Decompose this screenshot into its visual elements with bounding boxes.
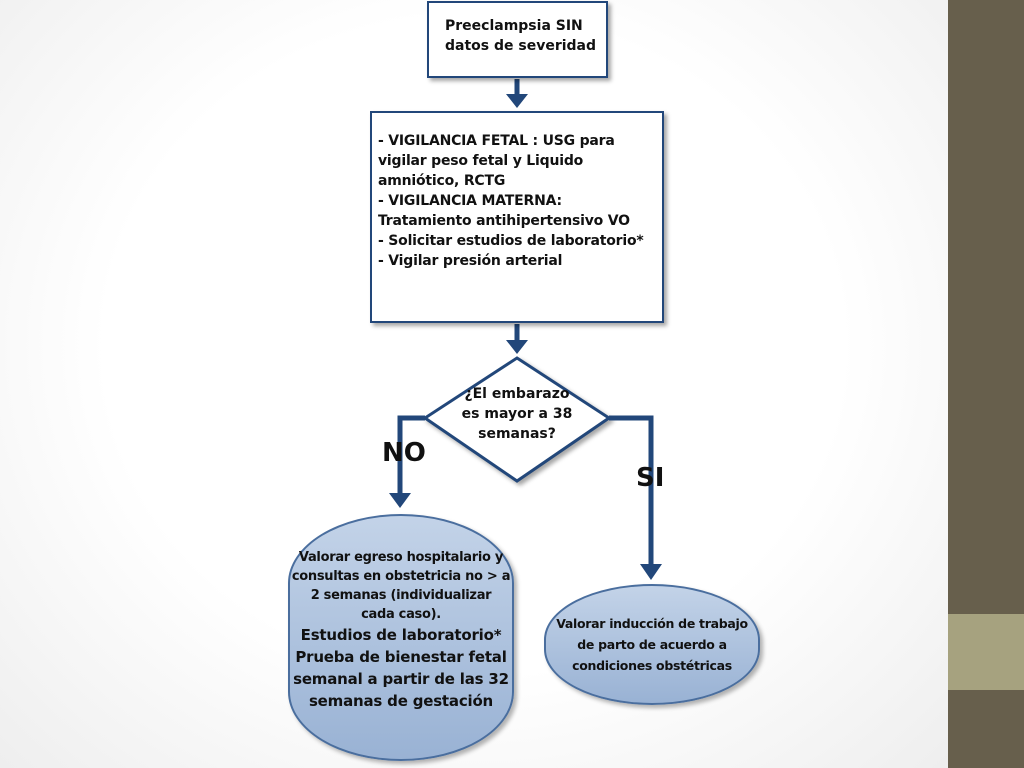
decision-diamond xyxy=(422,356,612,483)
surveillance-line: Tratamiento antihipertensivo VO xyxy=(378,213,630,229)
arrowhead-no-branch xyxy=(389,493,411,508)
no-outcome-oval: Valorar egreso hospitalario y consultas … xyxy=(288,514,514,761)
no-outcome-line: semanas de gestación xyxy=(308,692,494,710)
no-outcome-line: semanal a partir de las 32 xyxy=(293,670,509,688)
si-outcome-line: condiciones obstétricas xyxy=(572,658,732,673)
start-line: Preeclampsia SIN xyxy=(445,18,583,34)
decision-line: semanas? xyxy=(478,426,556,442)
si-outcome-line: Valorar inducción de trabajo xyxy=(556,616,748,631)
surveillance-line: - VIGILANCIA MATERNA: xyxy=(378,193,562,209)
surveillance-line: - VIGILANCIA FETAL : USG para xyxy=(378,133,615,149)
branch-no-label: NO xyxy=(382,438,426,468)
surveillance-line: vigilar peso fetal y Liquido xyxy=(378,153,584,169)
no-outcome-line: Prueba de bienestar fetal xyxy=(295,648,507,666)
arrowhead-surveillance-to-decision xyxy=(506,340,528,354)
si-outcome-oval: Valorar inducción de trabajo de parto de… xyxy=(544,584,760,705)
surveillance-line: amniótico, RCTG xyxy=(378,173,506,189)
surveillance-line: - Vigilar presión arterial xyxy=(378,253,563,269)
flow-connectors xyxy=(389,79,662,580)
no-outcome-line: 2 semanas (individualizar xyxy=(310,588,492,603)
si-outcome-line: de parto de acuerdo a xyxy=(577,637,727,652)
no-outcome-line: Estudios de laboratorio* xyxy=(300,626,502,644)
start-line: datos de severidad xyxy=(445,38,597,54)
no-outcome-line: consultas en obstetricia no > a xyxy=(291,569,511,584)
decision-line: es mayor a 38 xyxy=(461,406,573,422)
decision-line: ¿El embarazo xyxy=(464,386,570,402)
decision-question: ¿El embarazo es mayor a 38 semanas? xyxy=(436,384,598,444)
no-outcome-line: Valorar egreso hospitalario y xyxy=(298,550,504,565)
arrowhead-si-branch xyxy=(640,564,662,580)
arrow-no-branch xyxy=(397,415,425,495)
surveillance-box: - VIGILANCIA FETAL : USG para vigilar pe… xyxy=(370,111,664,323)
no-outcome-line: cada caso). xyxy=(361,607,441,622)
arrow-si-branch xyxy=(609,415,654,566)
start-box: Preeclampsia SIN datos de severidad xyxy=(427,1,608,78)
surveillance-line: - Solicitar estudios de laboratorio* xyxy=(378,233,644,249)
decorative-side-accent xyxy=(948,614,1024,690)
branch-si-label: SI xyxy=(636,463,665,493)
arrowhead-start-to-surveillance xyxy=(506,94,528,108)
